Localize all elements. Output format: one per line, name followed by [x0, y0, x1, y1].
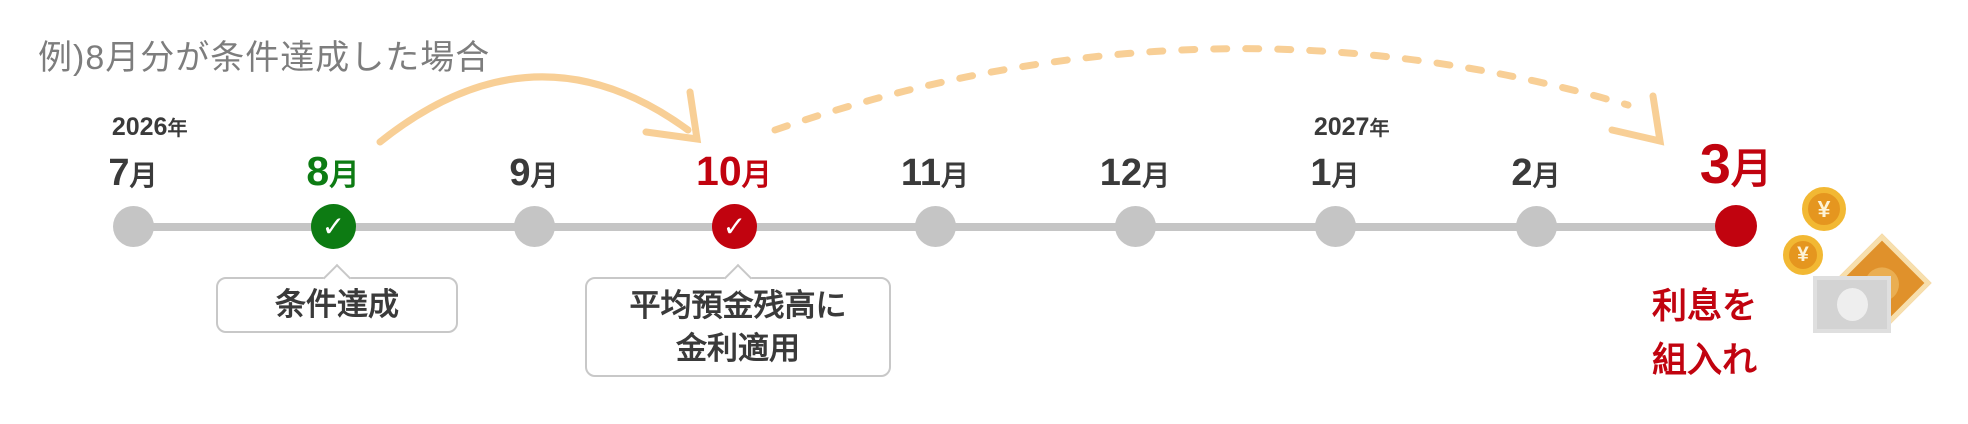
checkmark-node-red-icon: ✓ [712, 204, 757, 249]
callout-condition-achieved-label: 条件達成 [275, 287, 399, 323]
month-label: 8月 [306, 148, 360, 194]
month-label: 3月 [1699, 132, 1773, 195]
month-label: 9月 [509, 152, 559, 194]
final-red-dot [1715, 205, 1757, 247]
month-label: 7月 [108, 152, 158, 194]
month-1: 2026年 7月 [13, 110, 253, 194]
month-9: 3月 [1616, 110, 1856, 192]
banknote-front-circle [1837, 288, 1868, 321]
month-3: 9月 [414, 110, 654, 192]
callout-interest-applied-line2: 金利適用 [676, 331, 800, 366]
year-label: 2026年 [111, 113, 188, 141]
year-label: 2027年 [1313, 113, 1390, 141]
month-4: 10月 [614, 110, 854, 192]
example-title: 例)8月分が条件達成した場合 [38, 39, 491, 77]
yen-coin-icon: ¥ [1802, 187, 1846, 231]
callout-condition-achieved: 条件達成 [216, 263, 458, 333]
month-8: 2月 [1416, 110, 1656, 192]
month-6: 12月 [1015, 110, 1255, 192]
callout-interest-applied: 平均預金残高に 金利適用 [585, 263, 891, 377]
month-label: 12月 [1099, 152, 1171, 194]
month-7: 2027年 1月 [1215, 110, 1455, 194]
month-label: 11月 [900, 152, 970, 194]
timeline-dot [915, 206, 956, 247]
month-2: 8月 [213, 110, 453, 192]
month-label: 10月 [696, 148, 772, 194]
banknote-front-icon [1813, 276, 1891, 333]
yen-coin-icon: ¥ [1783, 235, 1823, 275]
final-note-line2: 組入れ [1652, 341, 1758, 381]
timeline-dot [1315, 206, 1356, 247]
timeline-dot [1516, 206, 1557, 247]
month-5: 11月 [815, 110, 1055, 192]
timeline-dot [113, 206, 154, 247]
final-note-line1: 利息を [1652, 287, 1758, 326]
timeline-dot [1115, 206, 1156, 247]
month-label: 2月 [1511, 152, 1561, 194]
final-note: 利息を 組入れ [1652, 280, 1757, 389]
checkmark-node-green-icon: ✓ [311, 204, 356, 249]
callout-interest-applied-line1: 平均預金残高に [629, 287, 847, 323]
month-label: 1月 [1310, 152, 1360, 194]
timeline-dot [514, 206, 555, 247]
